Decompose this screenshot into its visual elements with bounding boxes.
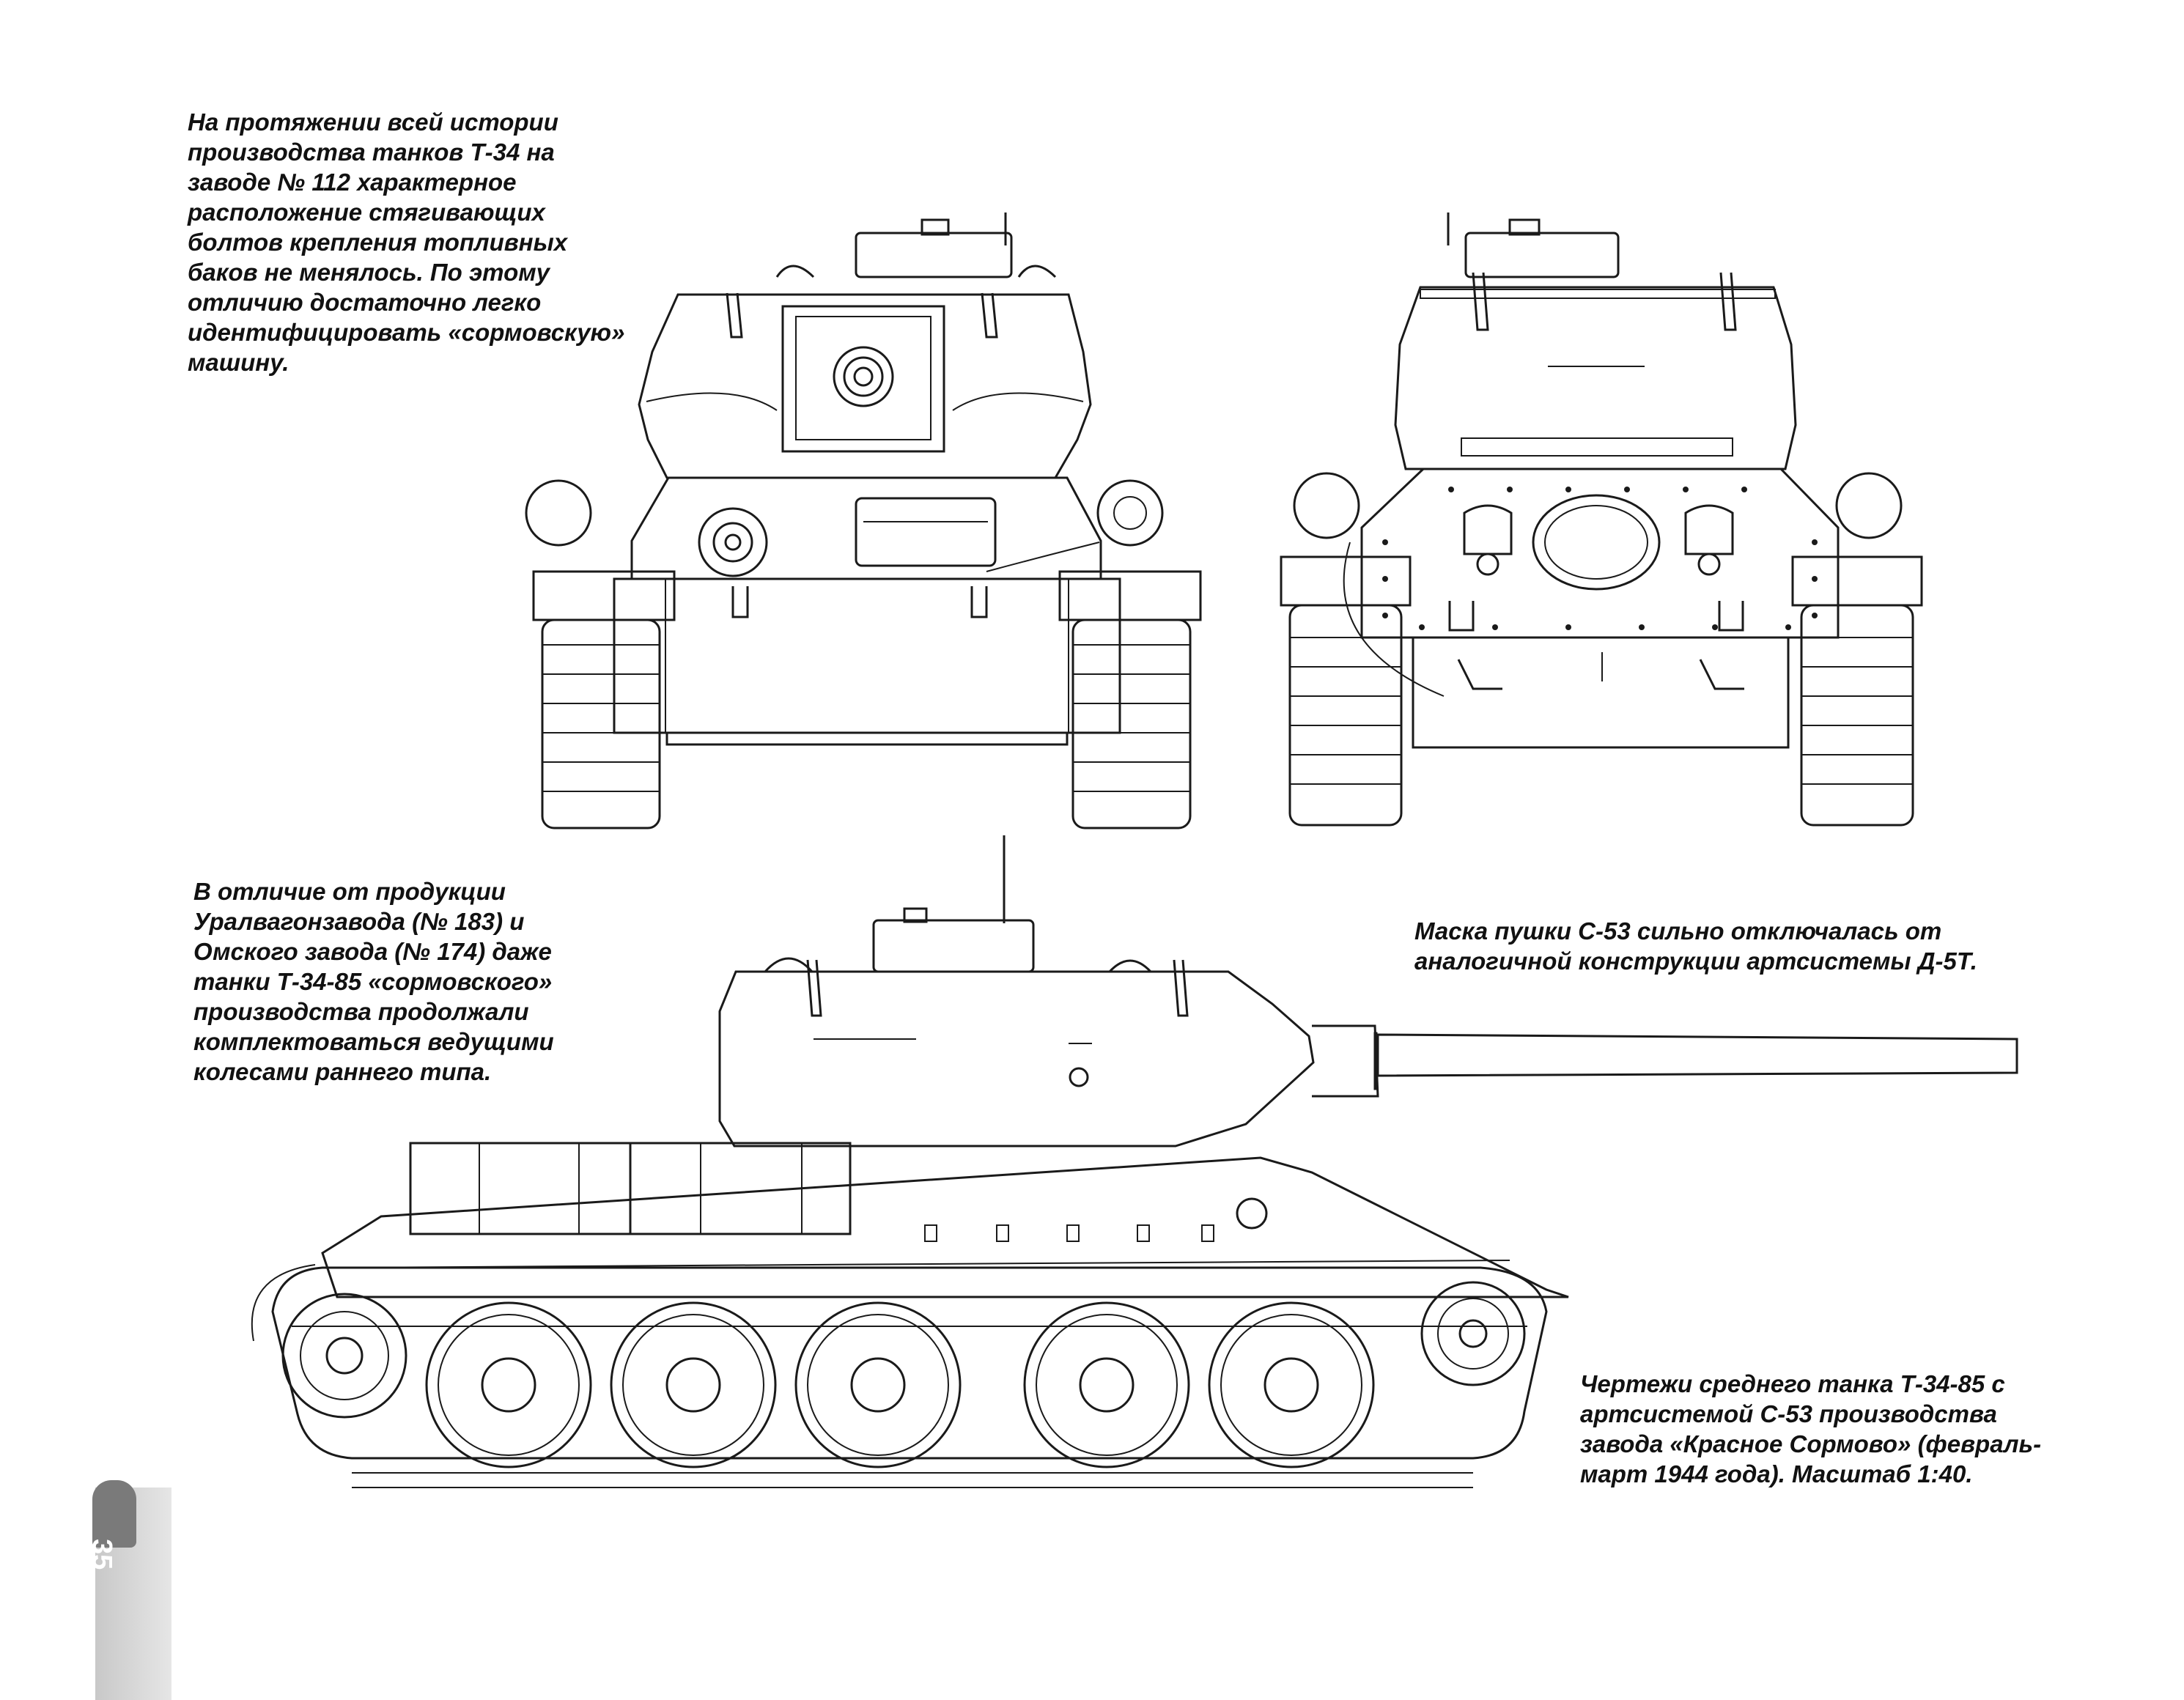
caption-line: В отличие от продукции [193, 878, 506, 905]
tank-silhouette-icon [92, 1480, 136, 1548]
caption-line: аналогичной конструкции артсистемы Д-5Т. [1414, 947, 1977, 975]
side-view-drawing [251, 835, 2018, 1488]
caption-line: март 1944 года). Масштаб 1:40. [1580, 1460, 1973, 1488]
front-view-drawing [525, 212, 1202, 829]
rivets [1382, 487, 1818, 630]
caption-line: болтов крепления топливных [188, 229, 568, 256]
caption-line: производства танков Т-34 на [188, 138, 555, 166]
caption-line: производства продолжали [193, 998, 529, 1025]
caption-line: танки Т-34-85 «сормовского» [193, 968, 553, 995]
caption-line: идентифицировать «сормовскую» [188, 319, 625, 346]
caption-drawing-title: Чертежи среднего танка Т-34-85 с артсист… [1580, 1369, 2041, 1489]
caption-line: расположение стягивающих [188, 199, 545, 226]
caption-line: завода «Красное Сормово» (февраль- [1580, 1430, 2042, 1457]
caption-line: отличию достаточно легко [188, 289, 542, 316]
page-number: 35 [86, 1539, 117, 1570]
caption-line: Омского завода (№ 174) даже [193, 938, 552, 965]
caption-line: Маска пушки С-53 сильно отключалась от [1414, 917, 1942, 945]
rear-view-drawing [1280, 212, 1923, 827]
caption-factory-112: На протяжении всей истории производства … [188, 107, 624, 377]
caption-line: заводе № 112 характерное [188, 169, 517, 196]
caption-line: Чертежи среднего танка Т-34-85 с [1580, 1370, 2005, 1397]
caption-line: колесами раннего типа. [193, 1058, 492, 1085]
caption-line: артсистемой С-53 производства [1580, 1400, 1997, 1427]
caption-drive-wheels: В отличие от продукции Уралвагонзавода (… [193, 876, 554, 1087]
hull-bolts [924, 1224, 1214, 1242]
caption-line: На протяжении всей истории [188, 108, 558, 136]
caption-gun-mask: Маска пушки С-53 сильно отключалась от а… [1414, 916, 1977, 976]
caption-line: комплектоваться ведущими [193, 1028, 554, 1055]
caption-line: машину. [188, 349, 289, 376]
road-wheels [425, 1301, 1375, 1468]
caption-line: Уралвагонзавода (№ 183) и [193, 908, 525, 935]
caption-line: баков не менялось. По этому [188, 259, 550, 286]
